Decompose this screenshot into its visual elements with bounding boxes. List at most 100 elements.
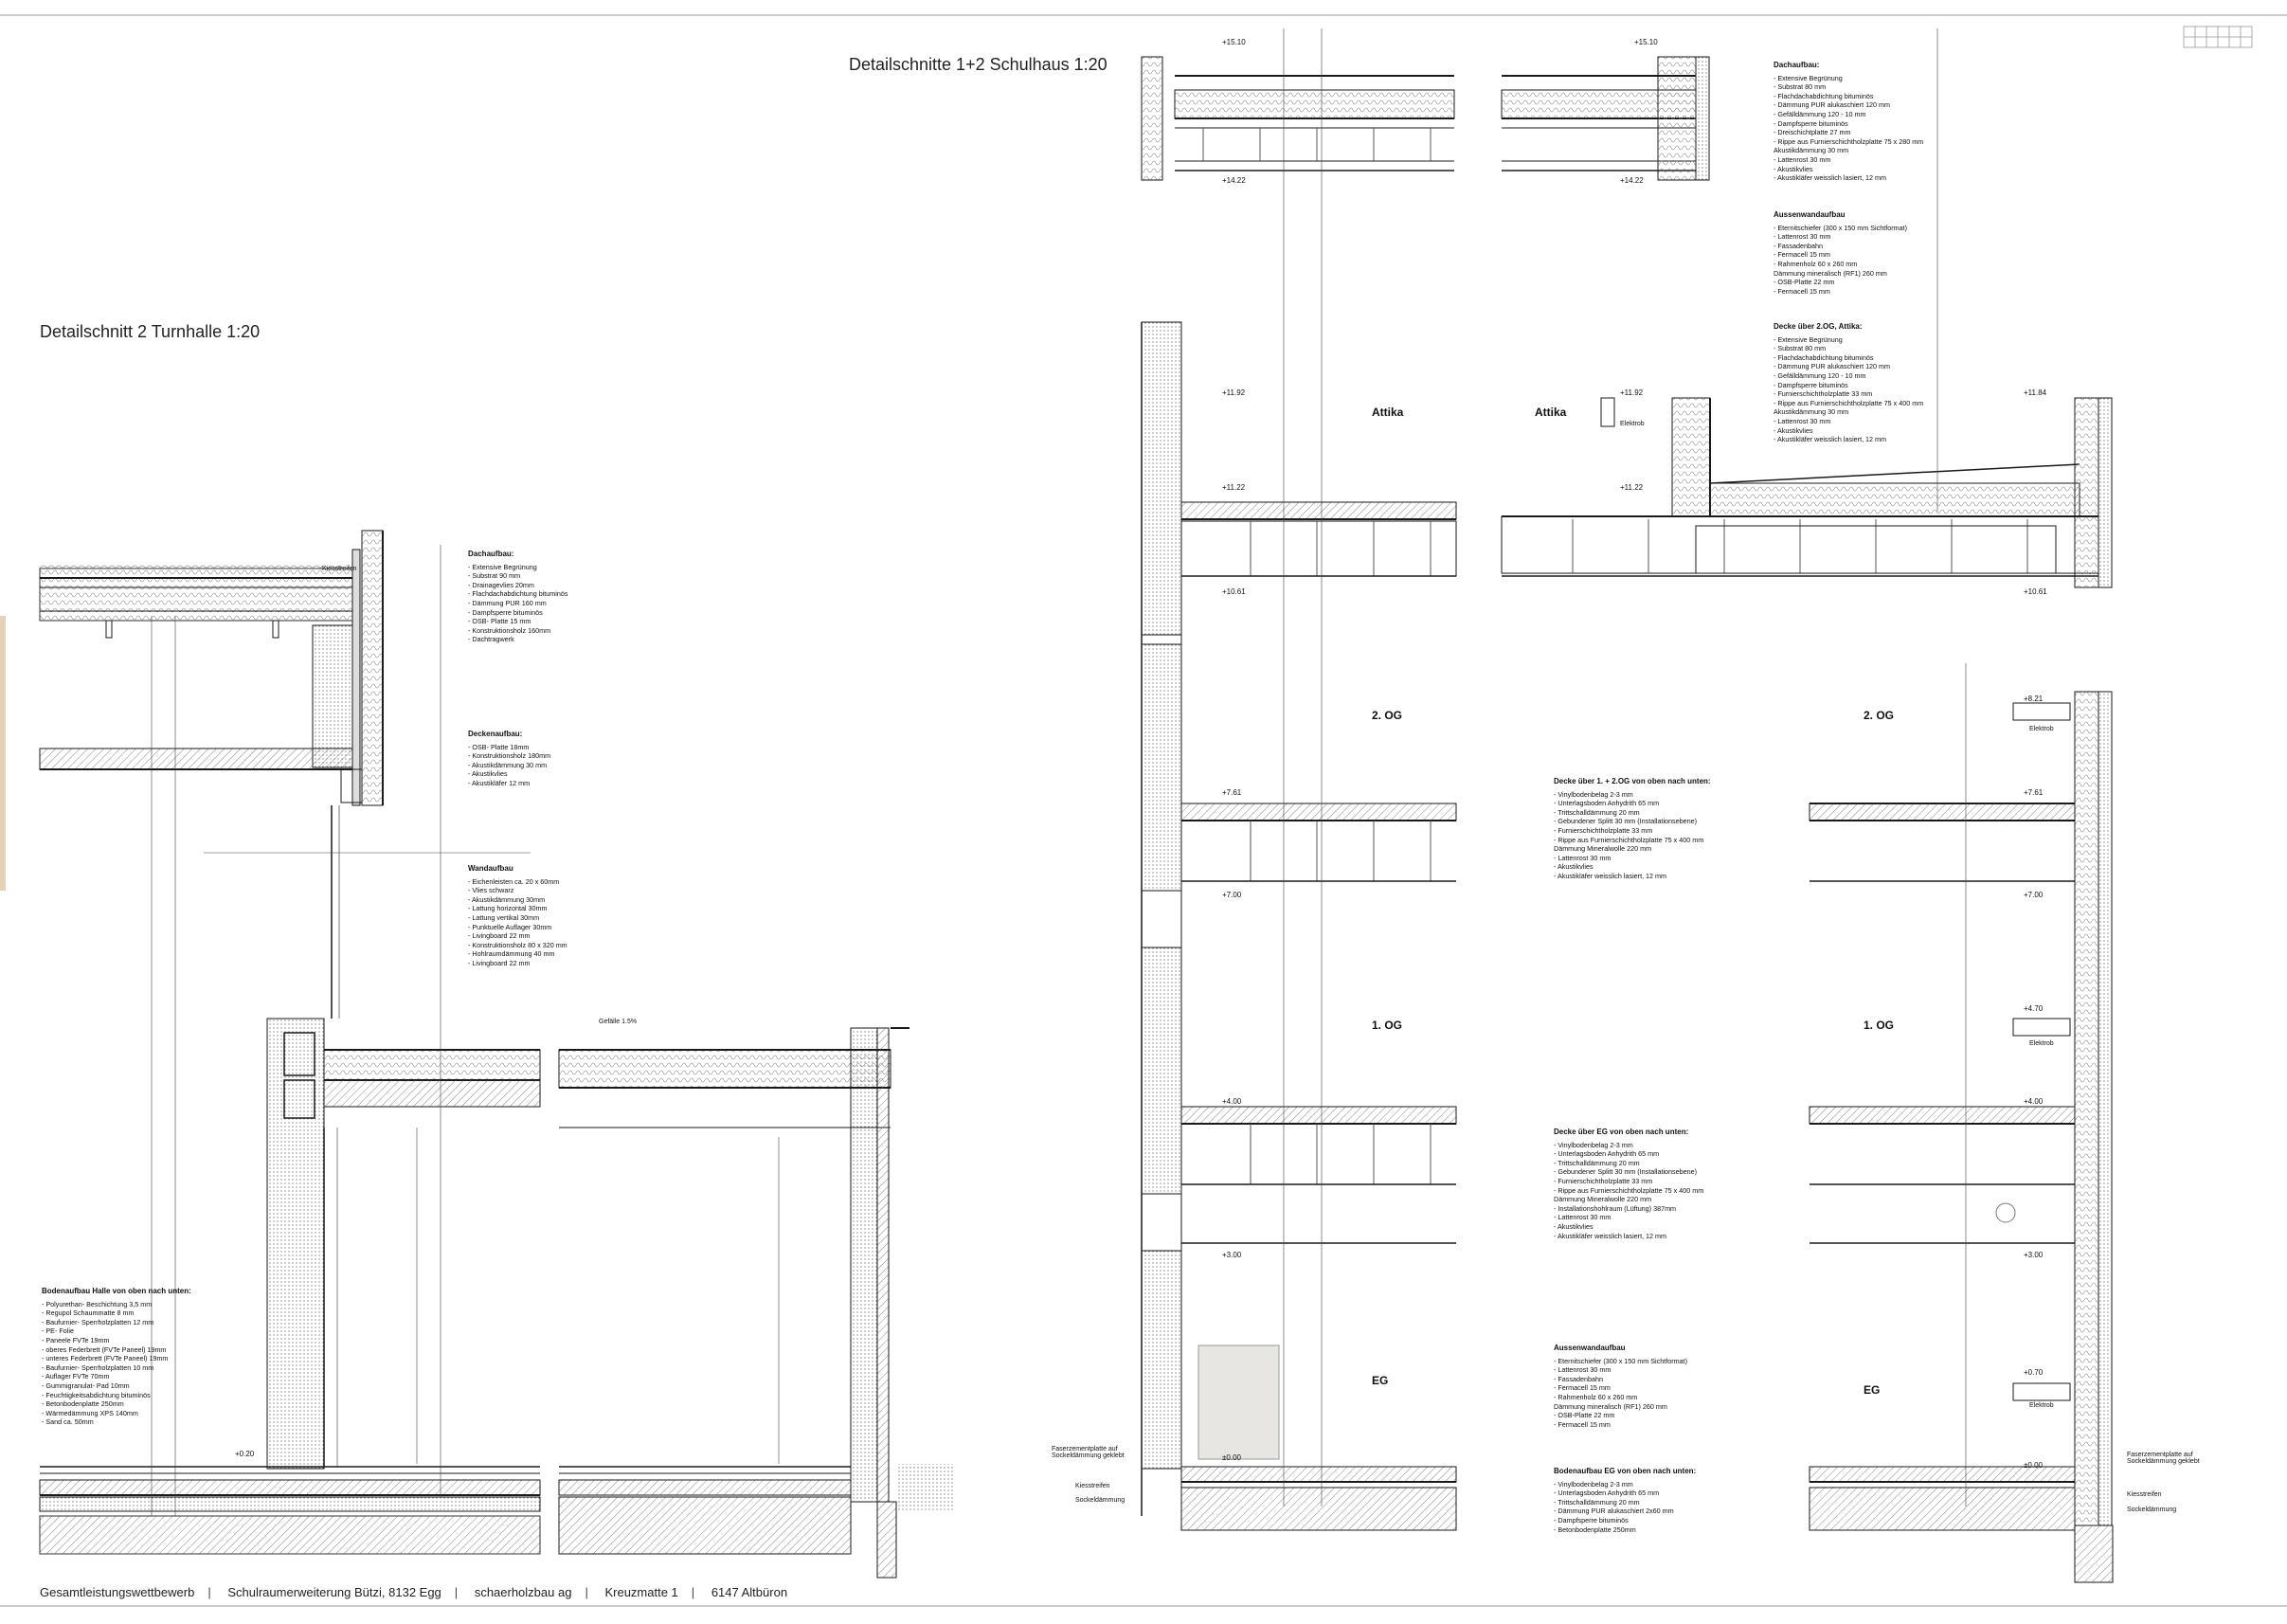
label-sockeldaemmung: Sockeldämmung: [1075, 1497, 1125, 1504]
note-line: - Furnierschichtholzplatte 33 mm: [1554, 825, 1653, 835]
note-line: - Dämmung PUR alukaschiert 120 mm: [1774, 362, 1891, 371]
label-elektrob: Elektrob: [1620, 421, 1645, 427]
level-eg-left: EG: [1372, 1374, 1389, 1387]
note-line: - Substrat 80 mm: [1774, 344, 1827, 353]
note-head: Dachaufbau:: [1774, 61, 1820, 69]
note-line: - Akustikdämmung 30 mm: [468, 760, 548, 769]
label-sockeldaemmung-right: Sockeldämmung: [2127, 1507, 2177, 1513]
label-elektrob-2og: Elektrob: [2029, 726, 2054, 732]
schulhaus-section-right: [1501, 28, 2114, 1583]
elevation-label: +15.10: [1222, 38, 1246, 46]
note-line: - Akustikläfer 12 mm: [468, 778, 531, 787]
note-schulhaus-wand2: Aussenwandaufbau - Eternitschiefer (300 …: [1554, 1344, 1687, 1429]
note-line: - Feuchtigkeitsabdichtung bituminös: [42, 1390, 151, 1399]
note-line: - Extensive Begrünung: [1774, 334, 1843, 344]
elevation-label: +11.92: [1222, 388, 1246, 397]
note-head: Aussenwandaufbau: [1554, 1344, 1626, 1352]
note-line: - Gummigranulat- Pad 10mm: [42, 1380, 130, 1390]
note-line: - Rahmenholz 60 x 260 mm: [1774, 259, 1858, 268]
note-line: - Fermacell 15 mm: [1554, 1419, 1611, 1429]
note-line: - oberes Federbrett (FVTe Paneel) 19mm: [42, 1344, 167, 1354]
elevation-label: +10.61: [2024, 587, 2047, 596]
elevation-label: +7.00: [1222, 891, 1242, 899]
note-line: Akustikdämmung 30 mm: [1774, 407, 1849, 417]
elevation-label: +4.00: [1222, 1097, 1242, 1106]
note-line: - Dämmung PUR alukaschiert 120 mm: [1774, 100, 1891, 110]
note-lines: - Extensive Begrünung- Substrat 80 mm- F…: [1774, 335, 1923, 444]
note-line: - Fassadenbahn: [1554, 1374, 1603, 1383]
turnhalle-section: [39, 530, 953, 1579]
note-head: Decke über 1. + 2.OG von oben nach unten…: [1554, 777, 1711, 785]
note-line: - Eichenleisten ca. 20 x 60mm: [468, 876, 560, 886]
sheet-index-grid: [2183, 26, 2253, 48]
note-line: - Drainagevlies 20mm: [468, 580, 534, 589]
note-line: - Akustikvlies: [1554, 1221, 1594, 1231]
note-head: Bodenaufbau EG von oben nach unten:: [1554, 1467, 1697, 1475]
note-line: - Lattenrost 30 mm: [1774, 232, 1831, 242]
note-line: - Wärmedämmung XPS 140mm: [42, 1408, 138, 1417]
elevation-label: +11.22: [1222, 483, 1246, 492]
note-line: - Sand ca. 50mm: [42, 1417, 94, 1427]
note-lines: - Eichenleisten ca. 20 x 60mm- Vlies sch…: [468, 877, 567, 968]
level-2og-left: 2. OG: [1372, 709, 1403, 722]
note-line: - Punktuelle Auflager 30mm: [468, 922, 552, 931]
note-head: Decke über EG von oben nach unten:: [1554, 1128, 1689, 1136]
elevation-label: +11.22: [1620, 483, 1644, 492]
note-head: Deckenaufbau:: [468, 730, 523, 738]
note-line: - Rippe aus Furnierschichtholzplatte 75 …: [1554, 1185, 1704, 1195]
elevation-label: +7.61: [1222, 788, 1242, 797]
note-lines: - Eternitschiefer (300 x 150 mm Sichtfor…: [1554, 1357, 1687, 1430]
note-lines: - Vinylbodenbelag 2-3 mm- Unterlagsboden…: [1554, 790, 1711, 881]
label-faserzement: Faserzementplatte auf Sockeldämmung gekl…: [1052, 1446, 1125, 1459]
note-line: - Akustikläfer weisslich lasiert, 12 mm: [1554, 1231, 1667, 1240]
note-line: - Eternitschiefer (300 x 150 mm Sichtfor…: [1554, 1356, 1688, 1365]
note-line: - Lattenrost 30 mm: [1554, 1365, 1612, 1375]
note-line: - Fermacell 15 mm: [1774, 286, 1830, 296]
note-lines: - Vinylbodenbelag 2-3 mm- Unterlagsboden…: [1554, 1480, 1696, 1535]
paper-edge: [0, 616, 6, 891]
note-line: - Akustikvlies: [1774, 164, 1813, 173]
note-line: - Gefälldämmung 120 - 10 mm: [1774, 109, 1866, 118]
note-line: - Fassadenbahn: [1774, 241, 1823, 250]
note-line: Dämmung mineralisch (RF1) 260 mm: [1554, 1401, 1667, 1411]
note-line: - Trittschalldämmung 20 mm: [1554, 807, 1640, 817]
schulhaus-section-left: [1141, 28, 1457, 1531]
note-lines: - Extensive Begrünung- Substrat 80 mm- F…: [1774, 74, 1923, 183]
note-line: - Fermacell 15 mm: [1554, 1383, 1611, 1393]
elevation-label: ±0.00: [2024, 1461, 2043, 1470]
note-line: Dämmung Mineralwolle 220 mm: [1554, 844, 1652, 854]
note-line: - Dampfsperre bituminös: [1554, 1515, 1629, 1525]
label-kiesstreifen: Kiesstreifen: [322, 566, 357, 572]
note-line: - Lattenrost 30 mm: [1554, 853, 1612, 862]
label-elektrob-1og: Elektrob: [2029, 1040, 2054, 1047]
note-line: - Substrat 90 mm: [468, 571, 521, 581]
note-line: - Substrat 80 mm: [1774, 82, 1827, 92]
note-line: - Dampfsperre bituminös: [1774, 380, 1848, 389]
note-lines: - OSB- Platte 18mm- Konstruktionsholz 18…: [468, 743, 550, 788]
elevation-label: +0.70: [2024, 1368, 2044, 1377]
note-line: - Vinylbodenbelag 2-3 mm: [1554, 1140, 1633, 1149]
note-line: - Unterlagsboden Anhydrith 65 mm: [1554, 1489, 1660, 1498]
note-line: - Betonbodenplatte 250mm: [1554, 1525, 1636, 1534]
elevation-label: ±0.00: [1222, 1453, 1241, 1462]
note-line: - Vlies schwarz: [468, 886, 514, 895]
footer-separator: |: [585, 1585, 588, 1599]
note-lines: - Polyurethan- Beschichtung 3,5 mm- Regu…: [42, 1300, 191, 1427]
note-line: - Polyurethan- Beschichtung 3,5 mm: [42, 1299, 153, 1308]
note-line: Akustikdämmung 30 mm: [1774, 146, 1849, 155]
note-line: - Konstruktionsholz 160mm: [468, 625, 551, 635]
note-line: - Unterlagsboden Anhydrith 65 mm: [1554, 1149, 1660, 1159]
note-line: - Rahmenholz 60 x 260 mm: [1554, 1392, 1638, 1401]
label-faserzement-right: Faserzementplatte auf Sockeldämmung gekl…: [2127, 1452, 2200, 1465]
note-line: - Livingboard 22 mm: [468, 958, 531, 967]
note-line: - unteres Federbrett (FVTe Paneel) 19mm: [42, 1354, 169, 1363]
title-schulhaus: Detailschnitte 1+2 Schulhaus 1:20: [849, 55, 1107, 74]
note-line: - Rippe aus Furnierschichtholzplatte 75 …: [1774, 136, 1924, 146]
note-line: - Furnierschichtholzplatte 33 mm: [1554, 1176, 1653, 1185]
note-turnhalle-boden: Bodenaufbau Halle von oben nach unten: -…: [42, 1287, 191, 1427]
level-attika-right: Attika: [1535, 406, 1567, 419]
elevation-label: +3.00: [2024, 1251, 2044, 1259]
note-line: - Akustikdämmung 30mm: [468, 894, 546, 904]
note-line: - Akustikläfer weisslich lasiert, 12 mm: [1774, 435, 1887, 444]
